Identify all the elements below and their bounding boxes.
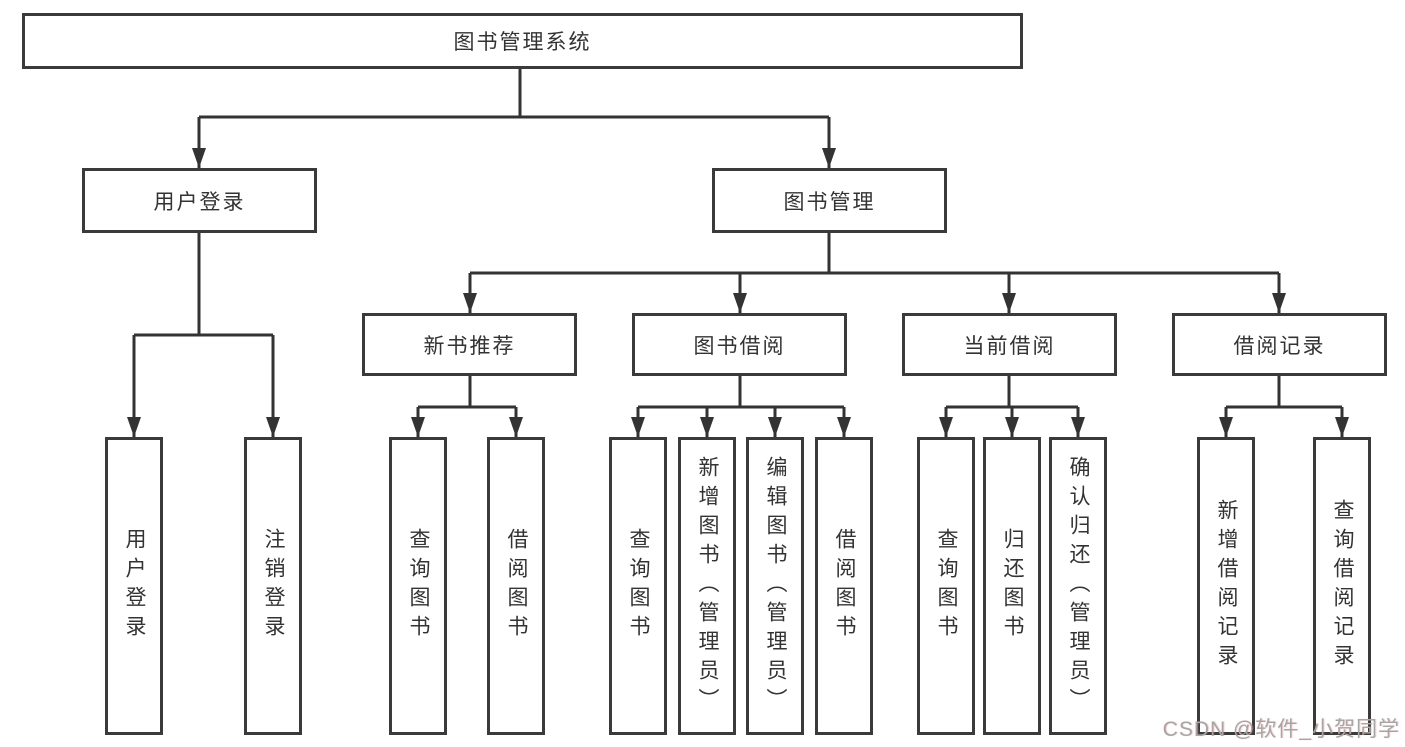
node-leaf-borrow-book: 借阅图书 <box>815 437 873 735</box>
node-label: 新增图书（管理员） <box>696 455 719 717</box>
node-leaf-edit-book-admin: 编辑图书（管理员） <box>746 437 804 735</box>
connector-group <box>127 69 1349 437</box>
node-leaf-user-login: 用户登录 <box>105 437 163 735</box>
node-label: 查询图书 <box>407 528 430 644</box>
node-label: 查询借阅记录 <box>1331 499 1354 673</box>
node-leaf-logout: 注销登录 <box>244 437 302 735</box>
csdn-watermark: CSDN @软件_小贺同学 <box>1162 718 1400 741</box>
node-borrowing-records: 借阅记录 <box>1172 313 1387 376</box>
node-root: 图书管理系统 <box>22 13 1023 69</box>
node-leaf-borrow-book-rec: 借阅图书 <box>487 437 545 735</box>
node-label: 借阅图书 <box>833 528 856 644</box>
node-user-login: 用户登录 <box>82 168 317 233</box>
node-label: 编辑图书（管理员） <box>764 455 787 717</box>
node-book-borrowing: 图书借阅 <box>632 313 847 376</box>
node-current-borrowing: 当前借阅 <box>902 313 1117 376</box>
node-label: 新增借阅记录 <box>1215 499 1238 673</box>
node-label: 用户登录 <box>123 528 146 644</box>
node-leaf-add-borrow-record: 新增借阅记录 <box>1197 437 1255 735</box>
node-leaf-return-book: 归还图书 <box>983 437 1041 735</box>
node-label: 注销登录 <box>262 528 285 644</box>
node-leaf-add-book-admin: 新增图书（管理员） <box>678 437 736 735</box>
node-leaf-query-book-current: 查询图书 <box>917 437 975 735</box>
node-leaf-confirm-return-admin: 确认归还（管理员） <box>1049 437 1107 735</box>
node-label: 确认归还（管理员） <box>1067 455 1090 717</box>
node-new-book-recommendation: 新书推荐 <box>362 313 577 376</box>
node-leaf-query-book-borrow: 查询图书 <box>609 437 667 735</box>
node-leaf-query-book-rec: 查询图书 <box>389 437 447 735</box>
node-label: 查询图书 <box>935 528 958 644</box>
node-leaf-query-borrow-record: 查询借阅记录 <box>1313 437 1371 735</box>
node-label: 归还图书 <box>1001 528 1024 644</box>
node-book-management: 图书管理 <box>712 168 947 233</box>
node-label: 借阅图书 <box>505 528 528 644</box>
node-label: 查询图书 <box>627 528 650 644</box>
